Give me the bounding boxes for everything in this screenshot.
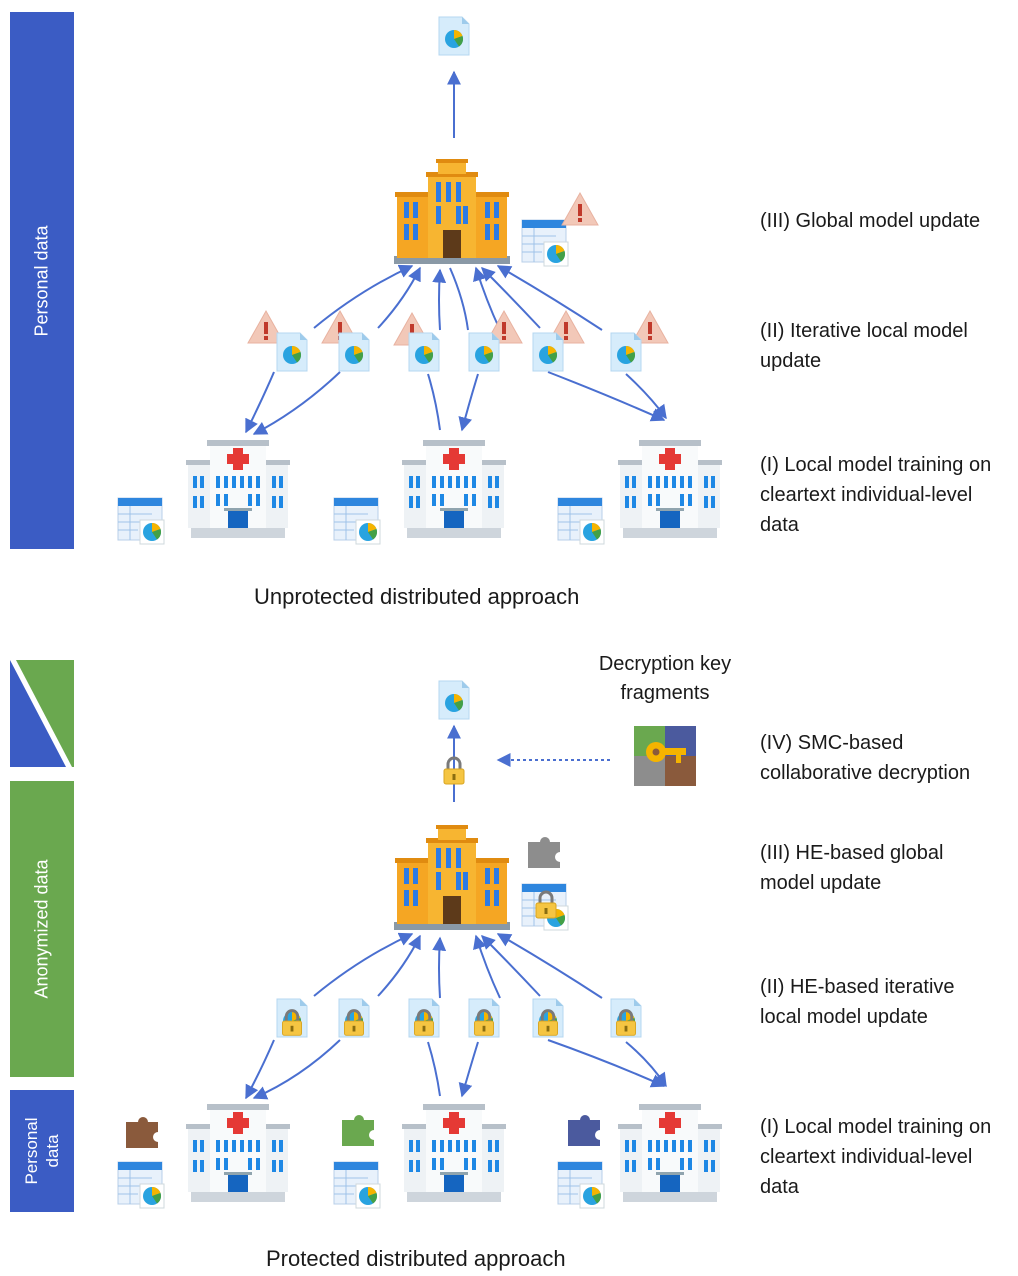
arrow-down-center (458, 1041, 479, 1098)
arrow-up-1 (313, 932, 414, 997)
model-document-icon (276, 332, 308, 372)
bottom-panel-caption: Protected distributed approach (266, 1246, 566, 1271)
personal-data-bar-top: Personal data (10, 12, 74, 549)
key-fragments-icon (634, 726, 696, 786)
arrow-down-right-2 (625, 1041, 667, 1088)
arrow-up-5 (481, 267, 541, 329)
key-fragments-label: Decryption key fragments (598, 653, 732, 704)
arrow-up-6 (496, 265, 603, 331)
arrow-down-stub (449, 267, 469, 331)
warning-icon (561, 192, 599, 226)
model-document-icon (338, 332, 370, 372)
arrow-up-2 (377, 934, 421, 997)
hospital-icon (186, 440, 290, 538)
encrypted-model-document-icon (469, 999, 499, 1037)
encrypted-model-document-icon (533, 999, 563, 1037)
stage-label-he-global-update: (III) HE-based global model update (760, 842, 944, 894)
stage-label-he-local-update: (II) HE-based iterative local model upda… (760, 976, 955, 1028)
arrow-up-6 (496, 933, 603, 999)
stage-label-local-update: (II) Iterative local model update (760, 320, 968, 372)
model-document-icon (610, 332, 642, 372)
top-panel-caption: Unprotected distributed approach (254, 584, 580, 609)
data-table-icon (117, 1161, 165, 1209)
personal-data-bar-bottom: Personal data (10, 1090, 74, 1212)
arrow-up-3 (432, 936, 447, 999)
arrow-up-4 (473, 266, 501, 331)
arrow-up-2 (377, 266, 421, 329)
arrow-up-3 (432, 268, 447, 331)
central-server-icon (394, 825, 510, 930)
encrypted-model-document-icon (277, 999, 307, 1037)
arrow-down-left-1 (245, 1039, 275, 1100)
arrow-down-right-2 (625, 373, 667, 420)
data-table-icon (557, 497, 605, 545)
stage-label-local-training: (I) Local model training on cleartext in… (760, 454, 992, 536)
encrypted-model-document-icon (409, 999, 439, 1037)
arrow-down-right-1 (547, 1039, 666, 1088)
puzzle-piece-icon (528, 837, 560, 868)
arrow-down-left-2 (252, 1039, 341, 1100)
arrow-down-left-1 (245, 371, 275, 434)
transition-bar-icon (10, 660, 74, 767)
stage-label-global-update: (III) Global model update (760, 210, 981, 232)
arrow-down-center (458, 373, 479, 432)
stage-label-decryption: (IV) SMC-based collaborative decryption (760, 732, 971, 784)
arrow-center-up-line (427, 1041, 441, 1097)
arrow-up-1 (313, 264, 414, 329)
decrypted-model-document-icon (438, 680, 470, 720)
data-table-icon (557, 1161, 605, 1209)
stage-label-local-training-bottom: (I) Local model training on cleartext in… (760, 1116, 992, 1198)
hospital-icon (402, 440, 506, 538)
puzzle-piece-icon (126, 1117, 158, 1148)
arrow-up-4 (473, 934, 501, 999)
encrypted-model-document-icon (611, 999, 641, 1037)
data-table-icon (333, 1161, 381, 1209)
encrypted-model-document-icon (339, 999, 369, 1037)
arrow-center-up-line (427, 373, 441, 431)
anonymized-data-bar: Anonymized data (10, 781, 74, 1077)
hospital-icon (186, 1104, 290, 1202)
model-document-icon (468, 332, 500, 372)
hospital-icon (618, 440, 722, 538)
data-table-icon (117, 497, 165, 545)
arrow-up-5 (481, 935, 541, 997)
puzzle-piece-icon (568, 1115, 600, 1146)
arrow-down-left-2 (252, 371, 341, 435)
data-table-icon (333, 497, 381, 545)
arrow-down-right-1 (547, 371, 666, 422)
model-document-icon (408, 332, 440, 372)
model-document-icon (532, 332, 564, 372)
central-server-icon (394, 159, 510, 264)
global-model-document-icon (438, 16, 470, 56)
hospital-icon (618, 1104, 722, 1202)
puzzle-piece-icon (342, 1115, 374, 1146)
hospital-icon (402, 1104, 506, 1202)
data-table-icon (521, 219, 569, 267)
